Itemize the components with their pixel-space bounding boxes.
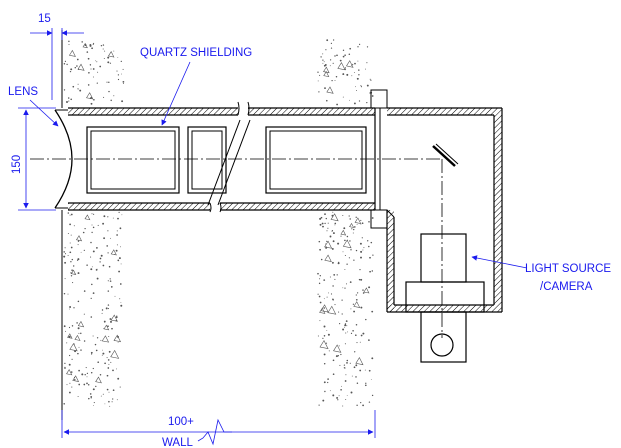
- break-line-diag-1: [207, 119, 241, 206]
- mirror: [432, 145, 456, 167]
- wall-top-section: [62, 38, 375, 108]
- quartz-segment-2: [187, 126, 227, 194]
- dimension-15: 15: [30, 13, 84, 100]
- camera-lens-circle: [430, 333, 454, 357]
- break-line-top-1: [237, 101, 240, 116]
- break-line-bottom-2: [219, 202, 222, 213]
- elbow-housing: [386, 107, 503, 313]
- dim-label-150: 150: [11, 155, 23, 174]
- label-lens: LENS: [8, 86, 38, 98]
- quartz-segment-3: [265, 126, 367, 194]
- label-quartz-shielding: QUARTZ SHIELDING: [140, 47, 252, 59]
- dim-label-15: 15: [38, 13, 51, 25]
- leader-light-source: [471, 255, 528, 269]
- camera-base: [420, 311, 467, 363]
- break-line-bottom-1: [209, 202, 212, 213]
- quartz-segment-3-inner: [269, 130, 363, 190]
- wall-break-symbol: [197, 418, 232, 446]
- dimension-150: 150: [11, 107, 56, 211]
- lens: [54, 109, 73, 209]
- quartz-segment-1-inner: [90, 130, 176, 190]
- quartz-segment-1: [86, 126, 180, 194]
- label-wall: WALL: [162, 437, 193, 448]
- break-line-diag-2: [217, 119, 251, 206]
- leader-lens: [29, 99, 59, 127]
- dim-label-100: 100+: [168, 416, 194, 428]
- break-line-top-2: [247, 101, 250, 116]
- concrete-speckles: [63, 39, 374, 407]
- wall-bottom-section: [62, 210, 375, 410]
- leader-quartz: [161, 61, 191, 126]
- pipe-wall-hatch-top-right: [248, 108, 375, 115]
- camera-body: [420, 233, 467, 283]
- mirror-back: [435, 143, 459, 165]
- quartz-segment-2-inner: [191, 130, 223, 190]
- quartz-shielding: [86, 126, 367, 194]
- pipe-wall-hatch-bottom-right: [220, 203, 375, 210]
- pipe: [68, 101, 375, 213]
- label-camera: /CAMERA: [540, 281, 593, 293]
- pipe-wall-hatch-top-left: [68, 108, 238, 115]
- camera-assembly: [405, 233, 485, 363]
- flange-top: [370, 89, 388, 109]
- pipe-wall-hatch-bottom-left: [68, 203, 210, 210]
- wall: [62, 38, 375, 410]
- label-light-source: LIGHT SOURCE: [525, 263, 611, 275]
- dimension-wall: 100+ WALL: [61, 410, 376, 448]
